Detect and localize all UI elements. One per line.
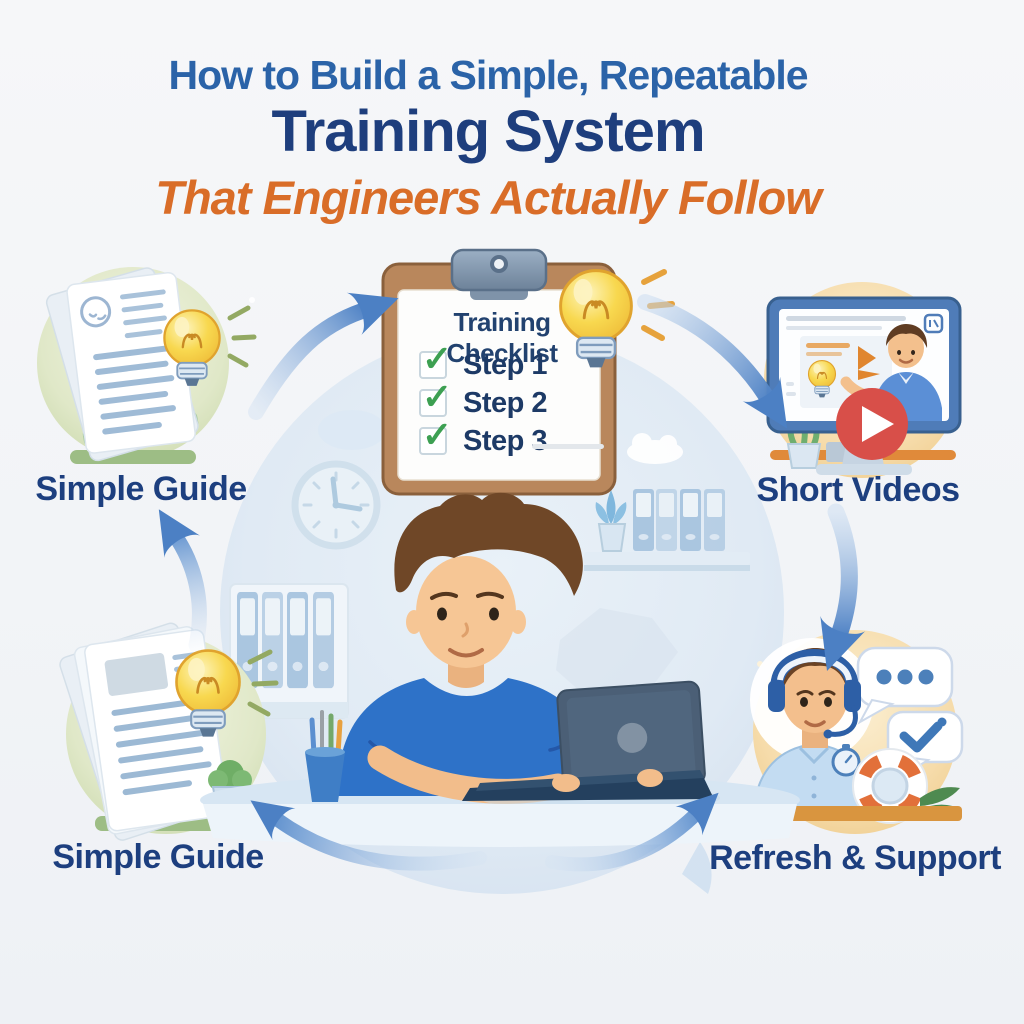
lightbulb-icon [163,305,257,387]
label-refresh-support: Refresh & Support [709,839,1001,877]
smiley-icon [80,296,112,328]
headset-icon [768,649,861,739]
title-line-3: That Engineers Actually Follow [155,171,822,224]
plant-icon [595,490,627,552]
arrow-center-to-guide [250,800,487,871]
badge-short-videos [764,282,962,478]
checklist-item-label: Step 3 [463,424,548,457]
cloud-shape [318,410,386,450]
blank-line [532,444,604,449]
arrow-guide-to-checklist [248,292,399,420]
wall-clock-icon [291,460,381,550]
slide-pointer-shape [858,346,880,380]
check-icon: ✓ [422,376,453,417]
cloud-icon [627,433,683,464]
lightbulb-icon [175,649,279,738]
arrow-checklist-to-videos [637,294,788,429]
flow-arrows [158,292,866,872]
title-line-1: How to Build a Simple, Repeatable [168,52,808,98]
checklist-item: ✓ Step 3 [419,417,548,457]
hair-shape [394,492,583,596]
check-icon: ✓ [422,414,453,455]
desk-front [203,804,797,847]
label-short-videos: Short Videos [756,471,960,509]
watermark-blob [556,608,678,700]
checklist-title: Training Checklist [446,307,558,368]
header-block [104,653,169,696]
wall-shelf-illustration [584,489,750,571]
arrow-guide-to-guide [158,509,207,653]
title-line-2: Training System [271,99,705,164]
clipboard-clip [450,248,548,300]
arrow-videos-to-support [820,503,866,672]
stopwatch-icon [831,744,861,777]
pencil-cup-icon [305,710,345,802]
checklist-item-label: Step 2 [463,386,548,419]
arrow-center-to-support [545,792,719,872]
checklist-item: ✓ Step 2 [419,379,548,419]
label-simple-guide-bottom: Simple Guide [52,838,264,876]
speech-bubble-dots-icon [856,646,954,725]
screen-badge-icon [923,313,944,334]
document-icon [45,267,199,462]
checkbox-checked-icon: ✓ [419,379,452,417]
label-simple-guide-top: Simple Guide [35,470,247,508]
wisp-shape [682,842,712,894]
desk-strip [742,806,962,821]
checklist-item-label: Step 1 [463,348,548,381]
check-icon: ✓ [422,338,453,379]
shelf-board [584,552,750,565]
badge-simple-guide-bottom [59,622,279,841]
lifebuoy-icon [852,748,928,824]
badge-simple-guide-top [37,267,257,464]
checklist-item: ✓ Step 1 [419,341,548,381]
checkbox-checked-icon: ✓ [419,417,452,455]
play-button-icon [836,388,908,460]
checkbox-checked-icon: ✓ [419,341,452,379]
